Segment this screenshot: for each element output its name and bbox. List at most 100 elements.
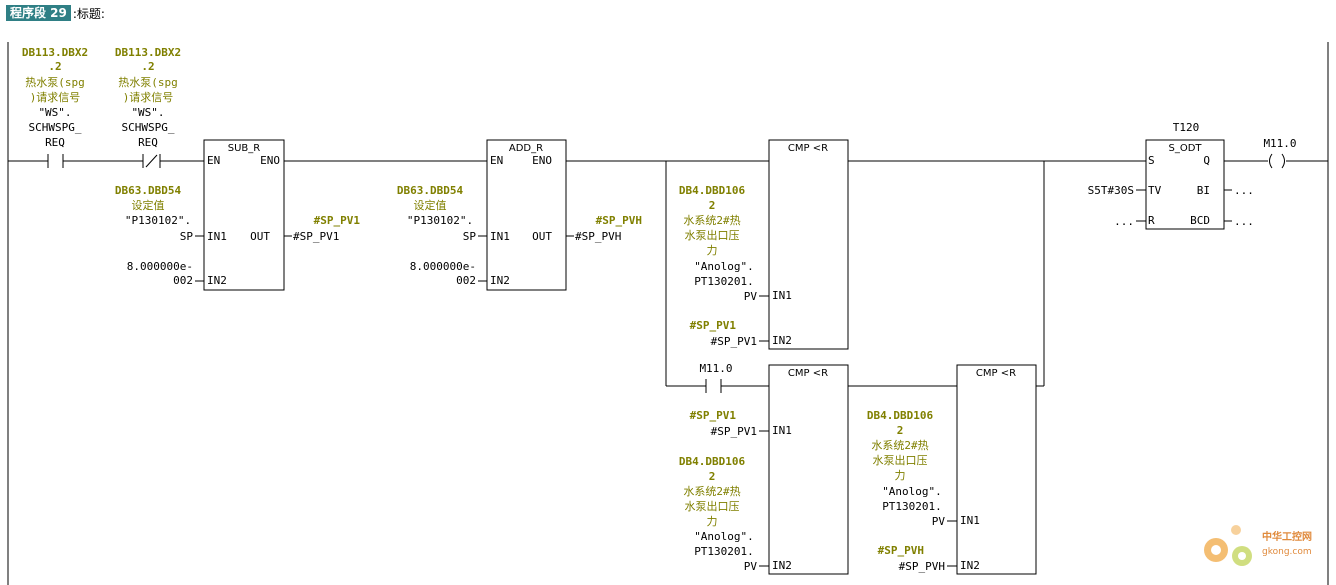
cmp1-in1-comment1: 水系统2#热	[683, 214, 740, 227]
add-r-out-value: #SP_PVH	[575, 230, 621, 243]
cmp3-in1: IN1	[960, 514, 980, 527]
add-r-in1-member: SP	[463, 230, 477, 243]
gkong-watermark-logo: 中华工控网 gkong.com	[1196, 518, 1332, 580]
cmp1-in2-label: #SP_PV1	[690, 319, 737, 332]
sub-r-in1: IN1	[207, 230, 227, 243]
cmp1-in1-member: PV	[744, 290, 758, 303]
cmp1-in1-comment2: 水泵出口压	[685, 228, 740, 242]
sub-r-in1-member: SP	[180, 230, 194, 243]
main-rung-wires	[8, 160, 1328, 387]
cmp2-in2-member: PV	[744, 560, 758, 573]
segment-title[interactable]: :标题:	[72, 6, 105, 21]
timer-s-odt-block[interactable]: S_ODT S Q TV BI R BCD	[1145, 139, 1225, 230]
contact-no-c1[interactable]	[47, 154, 64, 168]
timer-s-pin: S	[1148, 154, 1155, 167]
add-r-name: ADD_R	[509, 143, 543, 154]
sub-r-in1-symbol: "P130102".	[125, 214, 191, 227]
cmp3-in2-label: #SP_PVH	[878, 544, 924, 557]
timer-tv-value: S5T#30S	[1088, 184, 1134, 197]
sub-r-in1-address: DB63.DBD54	[115, 184, 182, 197]
cmp-block-3[interactable]: CMP <R IN1 IN2	[956, 364, 1037, 575]
contact-m110[interactable]	[705, 379, 722, 393]
contact-nc-c2[interactable]	[142, 154, 161, 168]
add-r-in1-symbol: "P130102".	[407, 214, 473, 227]
cmp3-in1-member: PV	[932, 515, 946, 528]
sub-r-in1-comment: 设定值	[132, 198, 165, 212]
cmp2-in2-comment3: 力	[707, 515, 718, 528]
c2-symbol1: "WS".	[131, 106, 164, 119]
sub-r-en: EN	[207, 154, 220, 167]
timer-id: T120	[1173, 121, 1200, 134]
sub-r-block[interactable]: SUB_R EN ENO IN1 OUT IN2	[203, 139, 285, 291]
add-r-in1-comment: 设定值	[414, 198, 447, 212]
c1-comment1: 热水泵(spg	[25, 76, 85, 89]
cmp3-in2-value: #SP_PVH	[899, 560, 945, 573]
cmp3-in1-address2: 2	[897, 424, 904, 437]
timer-name: S_ODT	[1168, 143, 1202, 154]
c2-symbol2: SCHWSPG_	[122, 121, 175, 134]
cmp3-in1-comment1: 水系统2#热	[871, 439, 928, 452]
cmp-block-2[interactable]: CMP <R IN1 IN2	[768, 364, 849, 575]
cmp1-name: CMP <R	[788, 143, 828, 154]
cmp1-in1: IN1	[772, 289, 792, 302]
cmp2-in2-comment1: 水系统2#热	[683, 485, 740, 498]
timer-r-value: ...	[1114, 215, 1134, 228]
cmp3-in2: IN2	[960, 559, 980, 572]
cmp3-name: CMP <R	[976, 368, 1016, 379]
c2-address: DB113.DBX2	[115, 46, 181, 59]
m110-contact-address: M11.0	[699, 362, 732, 375]
timer-r-pin: R	[1148, 214, 1155, 227]
cmp2-in2-symbol1: "Anolog".	[694, 530, 754, 543]
c1-address: DB113.DBX2	[22, 46, 88, 59]
output-coil-m110[interactable]	[1269, 153, 1285, 169]
cmp3-in1-symbol1: "Anolog".	[882, 485, 942, 498]
cmp2-in2-address: DB4.DBD106	[679, 455, 746, 468]
cmp2-in2: IN2	[772, 559, 792, 572]
cmp2-name: CMP <R	[788, 368, 828, 379]
add-r-in1: IN1	[490, 230, 510, 243]
watermark-url: gkong.com	[1262, 547, 1312, 557]
sub-r-eno: ENO	[260, 154, 280, 167]
cmp3-in1-address: DB4.DBD106	[867, 409, 934, 422]
c2-comment1: 热水泵(spg	[118, 76, 178, 89]
cmp-block-1[interactable]: CMP <R IN1 IN2	[768, 139, 849, 350]
watermark-title: 中华工控网	[1262, 530, 1312, 543]
timer-q-pin: Q	[1203, 154, 1210, 167]
add-r-in1-address: DB63.DBD54	[397, 184, 464, 197]
sub-r-out: OUT	[250, 230, 270, 243]
timer-bi-value: ...	[1234, 184, 1254, 197]
add-r-out: OUT	[532, 230, 552, 243]
segment-header: 程序段 29 :标题:	[6, 4, 105, 22]
gear-icon: 中华工控网 gkong.com	[1204, 525, 1312, 566]
sub-r-out-label: #SP_PV1	[314, 214, 361, 227]
cmp1-in2: IN2	[772, 334, 792, 347]
cmp2-in1: IN1	[772, 424, 792, 437]
cmp2-in1-value: #SP_PV1	[711, 425, 757, 438]
c1-address2: .2	[48, 60, 61, 73]
c2-comment2: )请求信号	[123, 91, 174, 104]
cmp3-in1-comment2: 水泵出口压	[873, 453, 928, 467]
sub-r-in2-value2: 002	[173, 274, 193, 287]
cmp1-in1-symbol2: PT130201.	[694, 275, 754, 288]
sub-r-name: SUB_R	[228, 143, 261, 154]
sub-r-out-value: #SP_PV1	[293, 230, 339, 243]
add-r-block[interactable]: ADD_R EN ENO IN1 OUT IN2	[486, 139, 567, 291]
c1-comment2: )请求信号	[30, 91, 81, 104]
timer-bcd-value: ...	[1234, 215, 1254, 228]
cmp3-in1-symbol2: PT130201.	[882, 500, 942, 513]
timer-tv-pin: TV	[1148, 184, 1162, 197]
segment-badge[interactable]: 程序段 29	[6, 5, 71, 21]
cmp2-in1-label: #SP_PV1	[690, 409, 737, 422]
coil-address: M11.0	[1263, 137, 1296, 150]
cmp2-in2-address2: 2	[709, 470, 716, 483]
sub-r-in2-value: 8.000000e-	[127, 260, 193, 273]
cmp1-in1-symbol1: "Anolog".	[694, 260, 754, 273]
c2-symbol3: REQ	[138, 136, 158, 149]
sub-r-in2: IN2	[207, 274, 227, 287]
c2-address2: .2	[141, 60, 154, 73]
cmp2-in2-comment2: 水泵出口压	[685, 499, 740, 513]
add-r-eno: ENO	[532, 154, 552, 167]
c1-symbol2: SCHWSPG_	[29, 121, 82, 134]
cmp1-in1-address2: 2	[709, 199, 716, 212]
